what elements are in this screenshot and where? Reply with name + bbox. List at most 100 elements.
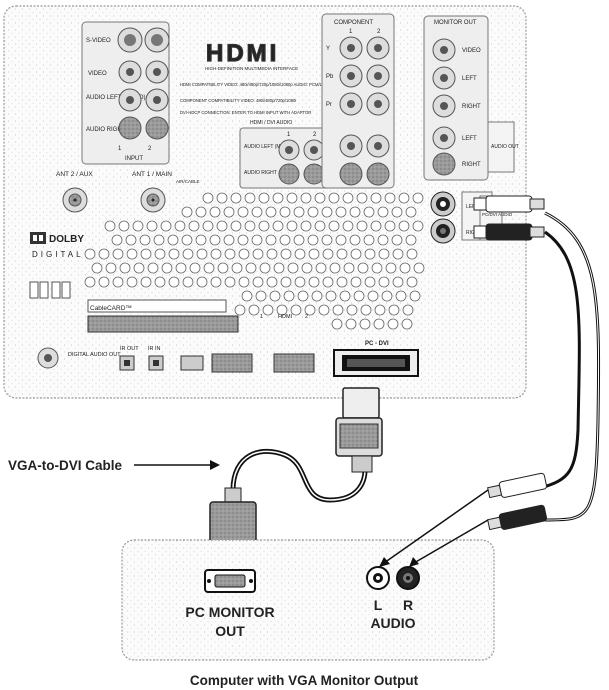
mo-video-label: VIDEO [462, 48, 481, 54]
ir-in-label: IR IN [148, 346, 161, 352]
vent-hole [322, 235, 332, 245]
vent-hole [364, 235, 374, 245]
dvi-note-text: DVI-HDCP CONNECTION: ENTER TO HDMI INPUT… [180, 110, 311, 115]
vent-hole [239, 249, 249, 259]
vent-hole [256, 291, 266, 301]
vent-hole [288, 263, 298, 273]
vent-hole [231, 193, 241, 203]
vent-hole [406, 235, 416, 245]
vent-hole [392, 235, 402, 245]
vent-hole [224, 235, 234, 245]
vent-hole [393, 277, 403, 287]
vent-hole [388, 319, 398, 329]
vent-hole [407, 277, 417, 287]
vent-hole [371, 221, 381, 231]
vent-hole [169, 277, 179, 287]
ant1-label: ANT 1 / MAIN [132, 171, 172, 178]
vent-hole [337, 277, 347, 287]
vga-port[interactable] [205, 570, 255, 592]
vent-hole [350, 207, 360, 217]
vent-hole [260, 263, 270, 273]
vent-hole [239, 277, 249, 287]
vent-hole [148, 263, 158, 273]
vent-hole [141, 249, 151, 259]
vent-hole [92, 263, 102, 273]
ant1-sub-label: AIR/CABLE [176, 179, 200, 184]
vent-hole [413, 221, 423, 231]
vent-hole [182, 235, 192, 245]
vent-hole [358, 263, 368, 273]
vent-hole [280, 207, 290, 217]
vent-hole [309, 249, 319, 259]
pc-dvi-port[interactable] [334, 350, 418, 376]
vent-hole [175, 221, 185, 231]
vent-hole [252, 235, 262, 245]
vent-hole [259, 221, 269, 231]
vent-hole [120, 263, 130, 273]
vent-hole [224, 207, 234, 217]
vent-hole [281, 277, 291, 287]
vent-hole [329, 193, 339, 203]
comp-pr-label: Pr [326, 102, 332, 108]
vent-hole [407, 249, 417, 259]
svideo-label: S-VIDEO [86, 38, 111, 44]
pc-dvi-label: PC - DVI [365, 341, 389, 347]
vent-hole [319, 305, 329, 315]
vent-hole [196, 207, 206, 217]
vent-hole [176, 263, 186, 273]
tv-back-panel: S-VIDEO VIDEO AUDIO LEFT (MONO) AUDIO RI… [4, 6, 526, 398]
vent-hole [155, 277, 165, 287]
vent-hole [389, 305, 399, 315]
vent-hole [393, 249, 403, 259]
vent-hole [106, 263, 116, 273]
vent-hole [323, 277, 333, 287]
vent-hole [287, 193, 297, 203]
vent-hole [386, 263, 396, 273]
vent-hole [253, 249, 263, 259]
vga-dvi-cable-label: VGA-to-DVI Cable [8, 458, 122, 473]
audio-l-label: L [374, 597, 383, 613]
vent-hole [365, 249, 375, 259]
vent-hole [344, 263, 354, 273]
vent-hole [357, 221, 367, 231]
input-label: INPUT [125, 156, 143, 162]
vent-hole [183, 249, 193, 259]
vent-hole [242, 291, 252, 301]
vent-hole [308, 235, 318, 245]
vent-hole [414, 263, 424, 273]
audio-out-label: AUDIO OUT [491, 144, 519, 150]
vent-hole [211, 249, 221, 259]
vent-hole [147, 221, 157, 231]
vent-hole [382, 291, 392, 301]
vent-hole [168, 235, 178, 245]
vent-hole [203, 193, 213, 203]
vent-hole [99, 277, 109, 287]
vent-hole [162, 263, 172, 273]
vent-hole [217, 221, 227, 231]
vent-hole [329, 221, 339, 231]
vent-hole [218, 263, 228, 273]
hdmi-b2-label: 2 [305, 314, 308, 320]
vent-hole [396, 291, 406, 301]
vent-hole [113, 249, 123, 259]
vent-hole [210, 207, 220, 217]
vent-hole [351, 249, 361, 259]
vent-hole [347, 305, 357, 315]
vent-hole [374, 319, 384, 329]
vent-hole [204, 263, 214, 273]
vent-hole [235, 305, 245, 315]
vent-hole [350, 235, 360, 245]
vent-hole [372, 263, 382, 273]
vent-hole [280, 235, 290, 245]
vent-hole [333, 305, 343, 315]
audio-label: AUDIO [370, 615, 415, 631]
vent-hole [361, 305, 371, 315]
vent-hole [343, 193, 353, 203]
vent-hole [413, 193, 423, 203]
figure-caption: Computer with VGA Monitor Output [190, 673, 419, 688]
vent-hole [225, 249, 235, 259]
vent-hole [245, 193, 255, 203]
vent-hole [196, 235, 206, 245]
pc-audio-label: PC/DVI AUDIO [482, 212, 513, 217]
vent-hole [197, 249, 207, 259]
